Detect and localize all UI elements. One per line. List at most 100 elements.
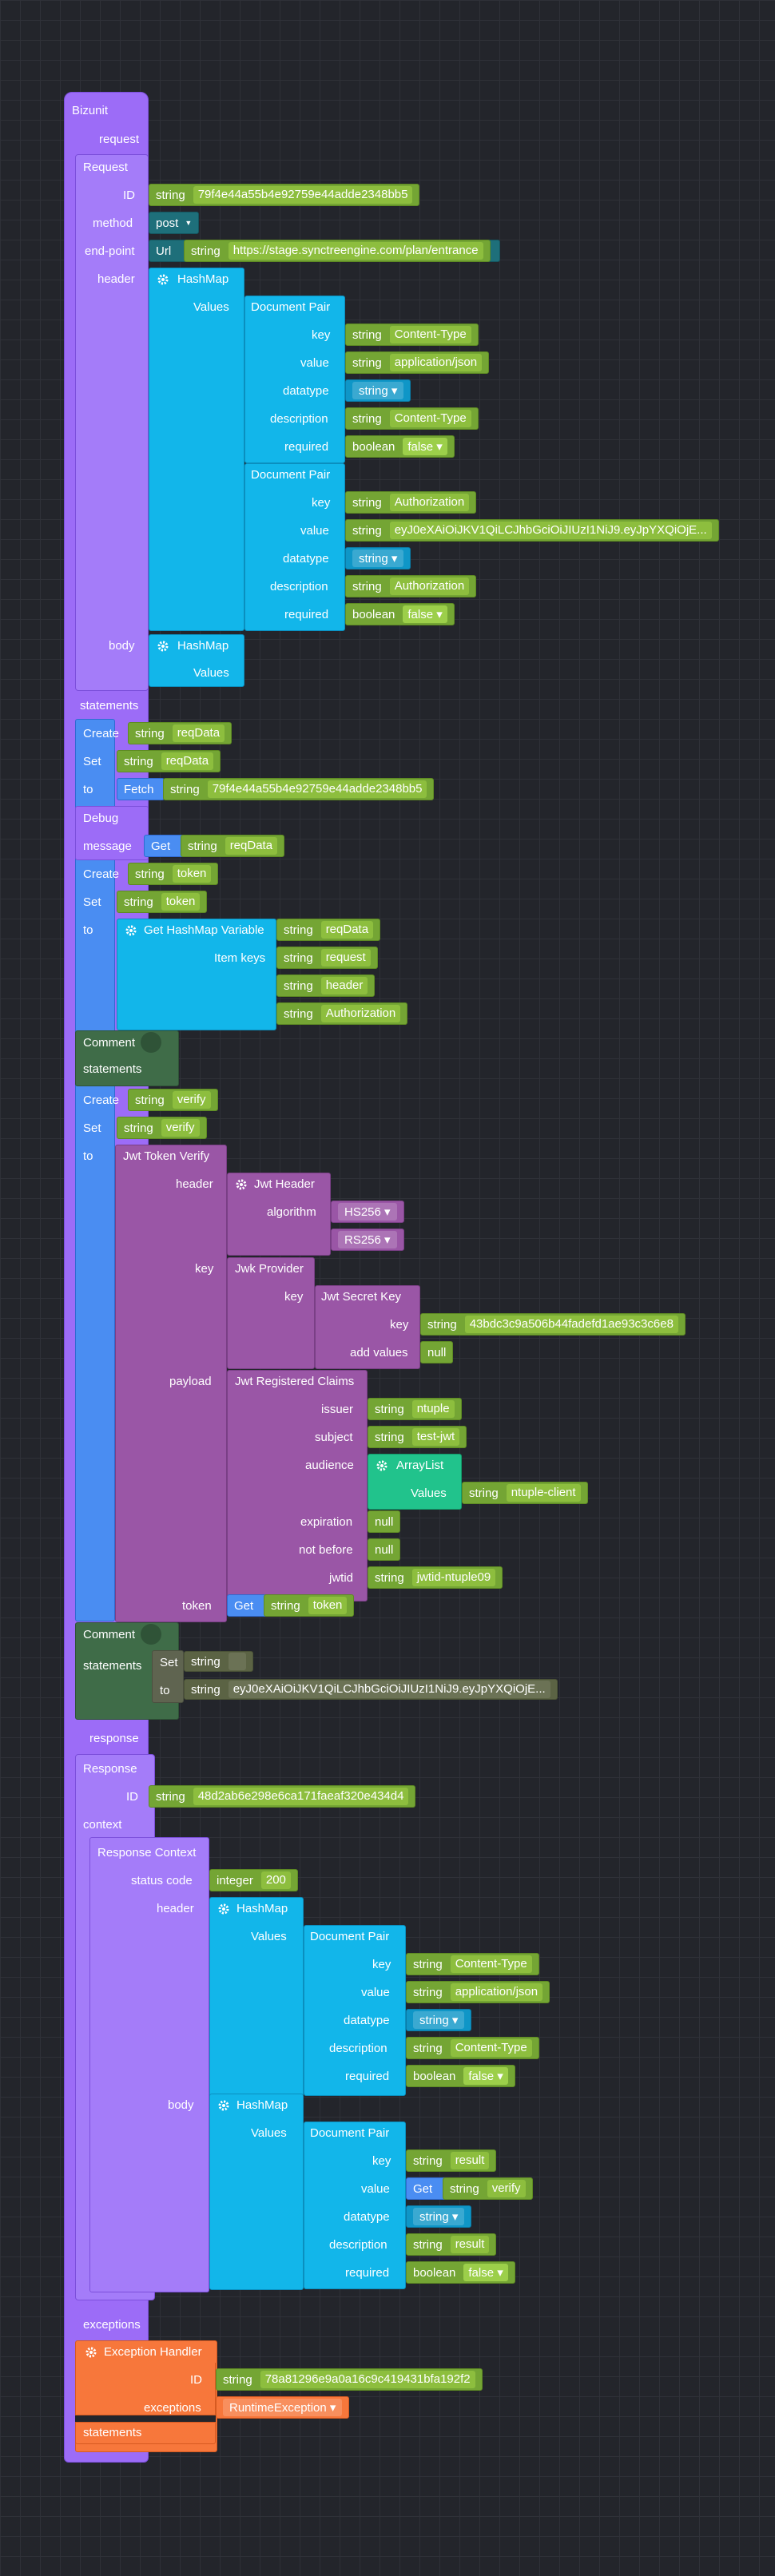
set-reqdata-value[interactable]: reqData — [161, 752, 214, 770]
dp1-description-value[interactable]: Content-Type — [389, 410, 471, 427]
status-code-field[interactable]: integer 200 — [209, 1869, 298, 1891]
request-body-hashmap[interactable] — [149, 634, 244, 687]
expiration-field[interactable]: null — [368, 1510, 401, 1533]
rbp-value-value[interactable]: verify — [487, 2180, 526, 2197]
rbp-value-field[interactable]: string verify — [443, 2177, 533, 2200]
comment-set-value[interactable] — [228, 1653, 246, 1670]
jwt-registered-claims-block[interactable] — [227, 1370, 368, 1602]
exception-id-value[interactable]: 78a81296e9a0a16c9c419431bfa192f2 — [260, 2371, 475, 2388]
response-context-block[interactable] — [89, 1837, 209, 2292]
request-id-value[interactable]: 79f4e44a55b4e92759e44adde2348bb5 — [193, 186, 413, 204]
not-before-field[interactable]: null — [368, 1538, 401, 1561]
item-key-2[interactable]: string header — [276, 974, 376, 997]
exception-id-field[interactable]: string 78a81296e9a0a16c9c419431bfa192f2 — [216, 2368, 483, 2391]
rbp-required-dropdown[interactable]: false ▾ — [463, 2264, 508, 2281]
create-verify-value[interactable]: verify — [172, 1091, 211, 1109]
dp1-key-value[interactable]: Content-Type — [389, 326, 471, 343]
status-code-value[interactable]: 200 — [260, 1871, 291, 1889]
algorithm-1-value[interactable]: HS256 ▾ — [338, 1203, 397, 1221]
dp2-datatype-value[interactable]: string ▾ — [352, 550, 404, 567]
jwt-token-verify-block[interactable] — [115, 1145, 227, 1622]
issuer-value[interactable]: ntuple — [411, 1400, 455, 1418]
url-field[interactable]: string https://stage.synctreengine.com/p… — [184, 240, 491, 262]
gear-icon[interactable] — [125, 924, 137, 937]
rdp-datatype-dropdown[interactable]: string ▾ — [406, 2009, 472, 2031]
rdp-required-field[interactable]: boolean false ▾ — [406, 2065, 515, 2087]
algorithm-2-dropdown[interactable]: RS256 ▾ — [331, 1228, 404, 1251]
dp2-value-field[interactable]: string eyJ0eXAiOiJKV1QiLCJhbGciOiJIUzI1N… — [345, 519, 719, 542]
comment-toggle-icon[interactable] — [141, 1032, 161, 1053]
rdp-value-value[interactable]: application/json — [450, 1983, 543, 2001]
exceptions-dropdown[interactable]: RuntimeException ▾ — [216, 2396, 350, 2419]
rdp-description-field[interactable]: string Content-Type — [406, 2037, 539, 2059]
dp2-datatype-dropdown[interactable]: string ▾ — [345, 547, 411, 570]
comment-block-1[interactable] — [75, 1030, 179, 1086]
dp2-description-value[interactable]: Authorization — [389, 578, 470, 595]
secret-key-value[interactable]: 43bdc3c9a506b44fadefd1ae93c3c6e8 — [464, 1316, 678, 1333]
fetch-value[interactable]: 79f4e44a55b4e92759e44adde2348bb5 — [207, 780, 427, 798]
create-token-field[interactable]: string token — [128, 863, 219, 885]
response-id-value[interactable]: 48d2ab6e298e6ca171faeaf320e434d4 — [193, 1788, 409, 1805]
request-block[interactable] — [75, 154, 149, 691]
gear-icon[interactable] — [217, 1903, 230, 1915]
jwtid-value[interactable]: jwtid-ntuple09 — [411, 1569, 496, 1586]
algorithm-2-value[interactable]: RS256 ▾ — [338, 1231, 397, 1248]
debug-block[interactable] — [75, 806, 149, 860]
rdp-datatype-value[interactable]: string ▾ — [413, 2011, 465, 2029]
fetch-field[interactable]: string 79f4e44a55b4e92759e44adde2348bb5 — [163, 778, 435, 800]
get-hashmap-variable-block[interactable] — [117, 919, 276, 1030]
rdp-description-value[interactable]: Content-Type — [450, 2039, 532, 2057]
rbp-key-field[interactable]: string result — [406, 2149, 497, 2172]
response-document-pair[interactable] — [304, 1925, 406, 2096]
method-dropdown[interactable]: post ▼ — [149, 212, 200, 234]
dp2-required-dropdown[interactable]: false ▾ — [403, 605, 447, 623]
create-reqdata-value[interactable]: reqData — [172, 724, 225, 742]
jwt-header-block[interactable] — [227, 1173, 331, 1256]
url-value[interactable]: https://stage.synctreengine.com/plan/ent… — [228, 242, 483, 260]
item-key-3[interactable]: string Authorization — [276, 1002, 408, 1025]
set-token-field[interactable]: string token — [117, 891, 208, 913]
dp2-required-field[interactable]: boolean false ▾ — [345, 603, 455, 625]
rbp-key-value[interactable]: result — [450, 2152, 490, 2169]
set-verify-value[interactable]: verify — [161, 1119, 200, 1137]
dp2-value-value[interactable]: eyJ0eXAiOiJKV1QiLCJhbGciOiJIUzI1NiJ9.eyJ… — [389, 522, 712, 539]
algorithm-1-dropdown[interactable]: HS256 ▾ — [331, 1201, 404, 1223]
get-reqdata-field[interactable]: string reqData — [181, 835, 285, 857]
create-reqdata-field[interactable]: string reqData — [128, 722, 232, 744]
dp1-required-dropdown[interactable]: false ▾ — [403, 438, 447, 455]
document-pair-2[interactable] — [244, 463, 345, 631]
gear-icon[interactable] — [376, 1459, 388, 1472]
comment-to-value[interactable]: eyJ0eXAiOiJKV1QiLCJhbGciOiJIUzI1NiJ9.eyJ… — [228, 1681, 550, 1698]
rdp-required-dropdown[interactable]: false ▾ — [463, 2067, 508, 2085]
jwt-secret-key-block[interactable] — [315, 1285, 420, 1369]
item-key-value[interactable]: Authorization — [320, 1005, 401, 1022]
response-id-field[interactable]: string 48d2ab6e298e6ca171faeaf320e434d4 — [149, 1785, 416, 1808]
rdp-key-value[interactable]: Content-Type — [450, 1955, 532, 1973]
rbp-required-field[interactable]: boolean false ▾ — [406, 2261, 515, 2284]
set-verify-field[interactable]: string verify — [117, 1117, 207, 1139]
comment-to-field[interactable]: string eyJ0eXAiOiJKV1QiLCJhbGciOiJIUzI1N… — [184, 1679, 558, 1700]
fetch-block[interactable]: Fetch — [117, 778, 165, 800]
dp1-datatype-value[interactable]: string ▾ — [352, 382, 404, 399]
rbp-datatype-dropdown[interactable]: string ▾ — [406, 2205, 472, 2228]
gear-icon[interactable] — [157, 640, 169, 653]
rbp-description-field[interactable]: string result — [406, 2233, 497, 2256]
comment-toggle-icon[interactable] — [141, 1624, 161, 1645]
add-values-field[interactable]: null — [420, 1341, 454, 1363]
rdp-key-field[interactable]: string Content-Type — [406, 1953, 539, 1975]
dp2-key-field[interactable]: string Authorization — [345, 491, 477, 514]
rdp-value-field[interactable]: string application/json — [406, 1981, 550, 2003]
dp2-description-field[interactable]: string Authorization — [345, 575, 477, 597]
jwk-provider-block[interactable] — [227, 1257, 315, 1369]
secret-key-field[interactable]: string 43bdc3c9a506b44fadefd1ae93c3c6e8 — [420, 1313, 686, 1336]
comment-set-block[interactable] — [152, 1650, 184, 1703]
ghv-value[interactable]: reqData — [320, 921, 374, 939]
gear-icon[interactable] — [157, 273, 169, 286]
issuer-field[interactable]: string ntuple — [368, 1398, 462, 1420]
dp2-key-value[interactable]: Authorization — [389, 494, 470, 511]
dp1-description-field[interactable]: string Content-Type — [345, 407, 479, 430]
rbp-datatype-value[interactable]: string ▾ — [413, 2208, 465, 2225]
document-pair-1[interactable] — [244, 296, 345, 463]
dp1-value-field[interactable]: string application/json — [345, 351, 490, 374]
arraylist-value-field[interactable]: string ntuple-client — [462, 1482, 588, 1504]
